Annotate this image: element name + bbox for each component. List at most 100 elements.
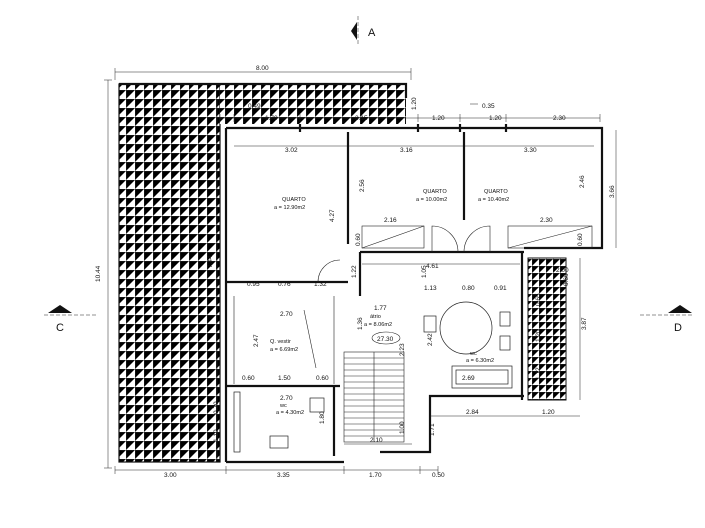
svg-text:1.13: 1.13	[424, 285, 437, 292]
svg-text:3.16: 3.16	[400, 147, 413, 154]
svg-text:7.44: 7.44	[207, 255, 214, 268]
svg-text:2.30: 2.30	[540, 217, 553, 224]
svg-text:10.44: 10.44	[95, 265, 102, 282]
svg-text:0.49: 0.49	[248, 103, 261, 110]
svg-text:a = 4.30m2: a = 4.30m2	[276, 410, 304, 416]
svg-text:0.60: 0.60	[577, 233, 584, 246]
svg-text:1.00: 1.00	[399, 421, 406, 434]
svg-text:1.20: 1.20	[411, 97, 418, 110]
svg-text:Q. vestir: Q. vestir	[270, 339, 291, 345]
svg-text:8.00: 8.00	[256, 65, 269, 72]
terrace: 7.44	[118, 82, 408, 463]
svg-text:1.20: 1.20	[542, 409, 555, 416]
room-bedroom-1: QUARTO a = 12.90m2	[274, 197, 306, 211]
svg-text:0.70: 0.70	[213, 401, 220, 414]
bedroom-vertical-dimensions: 2.56 2.46 3.66 4.27	[329, 130, 617, 248]
room-hall: 1.77 1.36 átrio a = 8.06m2 27.30 2.23 2.…	[357, 305, 434, 356]
section-label-a: A	[368, 27, 376, 39]
bedroom-walls	[226, 132, 524, 400]
svg-text:3.00: 3.00	[164, 472, 177, 479]
svg-text:1.77: 1.77	[374, 305, 387, 312]
svg-text:2.70: 2.70	[280, 395, 293, 402]
svg-text:1.80: 1.80	[319, 411, 326, 424]
svg-text:2.46: 2.46	[579, 175, 586, 188]
svg-text:2.42: 2.42	[427, 333, 434, 346]
svg-text:3.02: 3.02	[285, 147, 298, 154]
svg-text:2.23: 2.23	[399, 343, 406, 356]
svg-text:2.10: 2.10	[370, 437, 383, 444]
svg-text:0.76: 0.76	[278, 281, 291, 288]
svg-text:0.60: 0.60	[316, 375, 329, 382]
svg-text:2.00: 2.00	[556, 267, 569, 274]
top-dimension-row: 0.49 1.70 3.15 1.20 1.20 2.30 0.35 1.20	[219, 97, 601, 122]
svg-text:4.61: 4.61	[426, 263, 439, 270]
svg-text:a = 6.30m2: a = 6.30m2	[466, 358, 494, 364]
svg-text:1.36: 1.36	[357, 317, 364, 330]
svg-text:1.20: 1.20	[535, 329, 542, 342]
svg-text:QUARTO: QUARTO	[282, 197, 306, 203]
svg-text:átrio: átrio	[370, 314, 381, 320]
svg-text:1.10: 1.10	[213, 429, 220, 442]
svg-text:2.56: 2.56	[359, 179, 366, 192]
svg-text:a = 6.69m2: a = 6.69m2	[270, 347, 298, 353]
svg-text:1.20: 1.20	[489, 115, 502, 122]
room-width-dimensions: 3.02 3.16 3.30	[234, 145, 594, 154]
svg-text:0.60: 0.60	[563, 273, 570, 286]
middle-dimensions: 0.95 0.76 1.32 1.22 4.61 1.05 2.00 1.13 …	[247, 263, 569, 292]
room-bedroom-2: QUARTO a = 10.00m2	[416, 189, 447, 203]
svg-text:2.69: 2.69	[462, 375, 475, 382]
lower-right-dimensions: 2.84 1.20 1.71	[429, 409, 580, 436]
svg-text:0.80: 0.80	[462, 285, 475, 292]
svg-text:0.91: 0.91	[494, 285, 507, 292]
svg-text:2.70: 2.70	[280, 311, 293, 318]
bottom-dimension-row: 3.00 3.35 1.70 0.50	[114, 466, 445, 479]
bedroom-doors	[317, 225, 491, 283]
svg-text:3.87: 3.87	[581, 317, 588, 330]
svg-text:2.84: 2.84	[466, 409, 479, 416]
svg-text:a = 10.00m2: a = 10.00m2	[416, 197, 447, 203]
section-label-d: D	[674, 322, 682, 334]
svg-text:1.50: 1.50	[278, 375, 291, 382]
svg-text:0.60: 0.60	[355, 233, 362, 246]
svg-text:a = 12.90m2: a = 12.90m2	[274, 205, 305, 211]
svg-text:a = 8.06m2: a = 8.06m2	[364, 322, 392, 328]
right-balcony: 3.87 0.60	[527, 257, 588, 401]
svg-text:wc: wc	[279, 403, 287, 409]
svg-text:1.12: 1.12	[535, 367, 542, 380]
svg-text:27.30: 27.30	[377, 336, 394, 343]
room-bedroom-3: QUARTO a = 10.40m2	[478, 189, 509, 203]
section-marker-d: D	[640, 305, 694, 334]
level-tag	[371, 331, 401, 345]
svg-text:0.50: 0.50	[432, 472, 445, 479]
staircase: 1.00 2.10	[343, 351, 412, 445]
svg-text:4.27: 4.27	[329, 209, 336, 222]
svg-text:3.30: 3.30	[524, 147, 537, 154]
svg-text:1.32: 1.32	[314, 281, 327, 288]
svg-text:QUARTO: QUARTO	[484, 189, 508, 195]
svg-text:a = 10.40m2: a = 10.40m2	[478, 197, 509, 203]
overall-width-dimension: 8.00	[114, 65, 412, 80]
room-bathroom-2: wc a = 6.30m2 2.69 0.65 1.20 1.12	[423, 293, 542, 389]
room-bathroom-1: 2.70 wc a = 4.30m2 0.70 1.10 1.80	[213, 386, 336, 456]
svg-text:1.20: 1.20	[432, 115, 445, 122]
svg-text:1.05: 1.05	[421, 265, 428, 278]
svg-text:3.66: 3.66	[609, 185, 616, 198]
svg-text:2.16: 2.16	[384, 217, 397, 224]
svg-text:2.47: 2.47	[253, 334, 260, 347]
svg-text:wc: wc	[469, 351, 477, 357]
overall-depth-dimension: 10.44	[95, 79, 112, 469]
section-marker-c: C	[44, 305, 98, 334]
section-marker-a: A	[351, 16, 376, 46]
svg-text:0.60: 0.60	[242, 375, 255, 382]
svg-text:1.71: 1.71	[429, 423, 436, 436]
svg-text:1.70: 1.70	[369, 472, 382, 479]
room-dressing: 2.70 2.47 Q. vestir a = 6.69m2 0.60 1.50…	[226, 296, 340, 388]
svg-text:1.22: 1.22	[351, 265, 358, 278]
closets: 2.16 2.30 0.60 0.60	[355, 217, 593, 249]
svg-text:1.70: 1.70	[265, 115, 278, 122]
svg-text:0.95: 0.95	[247, 281, 260, 288]
svg-text:0.35: 0.35	[482, 103, 495, 110]
svg-text:3.15: 3.15	[355, 115, 368, 122]
svg-text:0.65: 0.65	[535, 293, 542, 306]
